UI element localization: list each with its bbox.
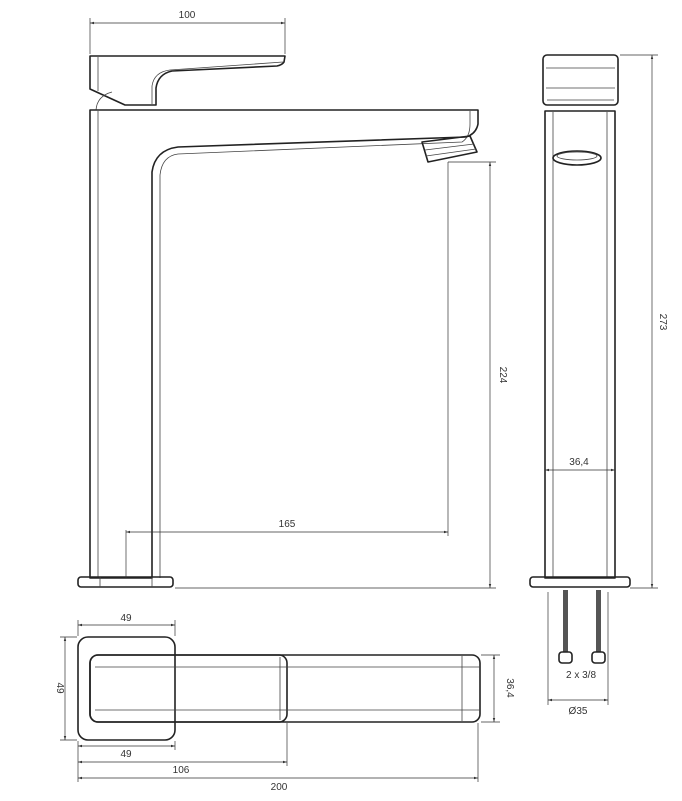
- dim-handle-reach: 106: [173, 765, 190, 776]
- top-view: 49 49 49 106 200 36,4: [54, 613, 515, 793]
- dim-total-height: 273: [657, 314, 668, 331]
- top-spout: [89, 654, 481, 723]
- side-body: [544, 110, 616, 579]
- top-handle: [89, 654, 288, 723]
- side-view: 2 x 3/8 273 36,4 Ø35: [529, 54, 668, 717]
- dim-spout-width: 36,4: [504, 678, 515, 698]
- dim-base-width-bottom: 49: [120, 749, 132, 760]
- dim-handle-length: 100: [179, 10, 196, 21]
- lever-handle: [89, 55, 286, 106]
- aerator: [421, 135, 478, 163]
- side-base-plate: [529, 576, 631, 588]
- dim-base-depth: 49: [54, 682, 65, 694]
- dim-total-length: 200: [271, 782, 288, 793]
- dim-base-diameter: Ø35: [569, 706, 588, 717]
- top-base-square: [77, 636, 176, 741]
- side-handle: [542, 54, 619, 106]
- supply-hoses: [558, 590, 606, 664]
- dim-spout-reach: 165: [279, 519, 296, 530]
- front-view: 100 224 165: [77, 10, 508, 589]
- base-plate: [77, 576, 174, 588]
- dim-body-width: 36,4: [569, 457, 589, 468]
- dim-spout-height: 224: [497, 367, 508, 384]
- outlet-opening: [552, 150, 602, 166]
- faucet-body-spout: [89, 109, 479, 579]
- dim-base-width-top: 49: [120, 613, 132, 624]
- hose-label: 2 x 3/8: [566, 670, 596, 681]
